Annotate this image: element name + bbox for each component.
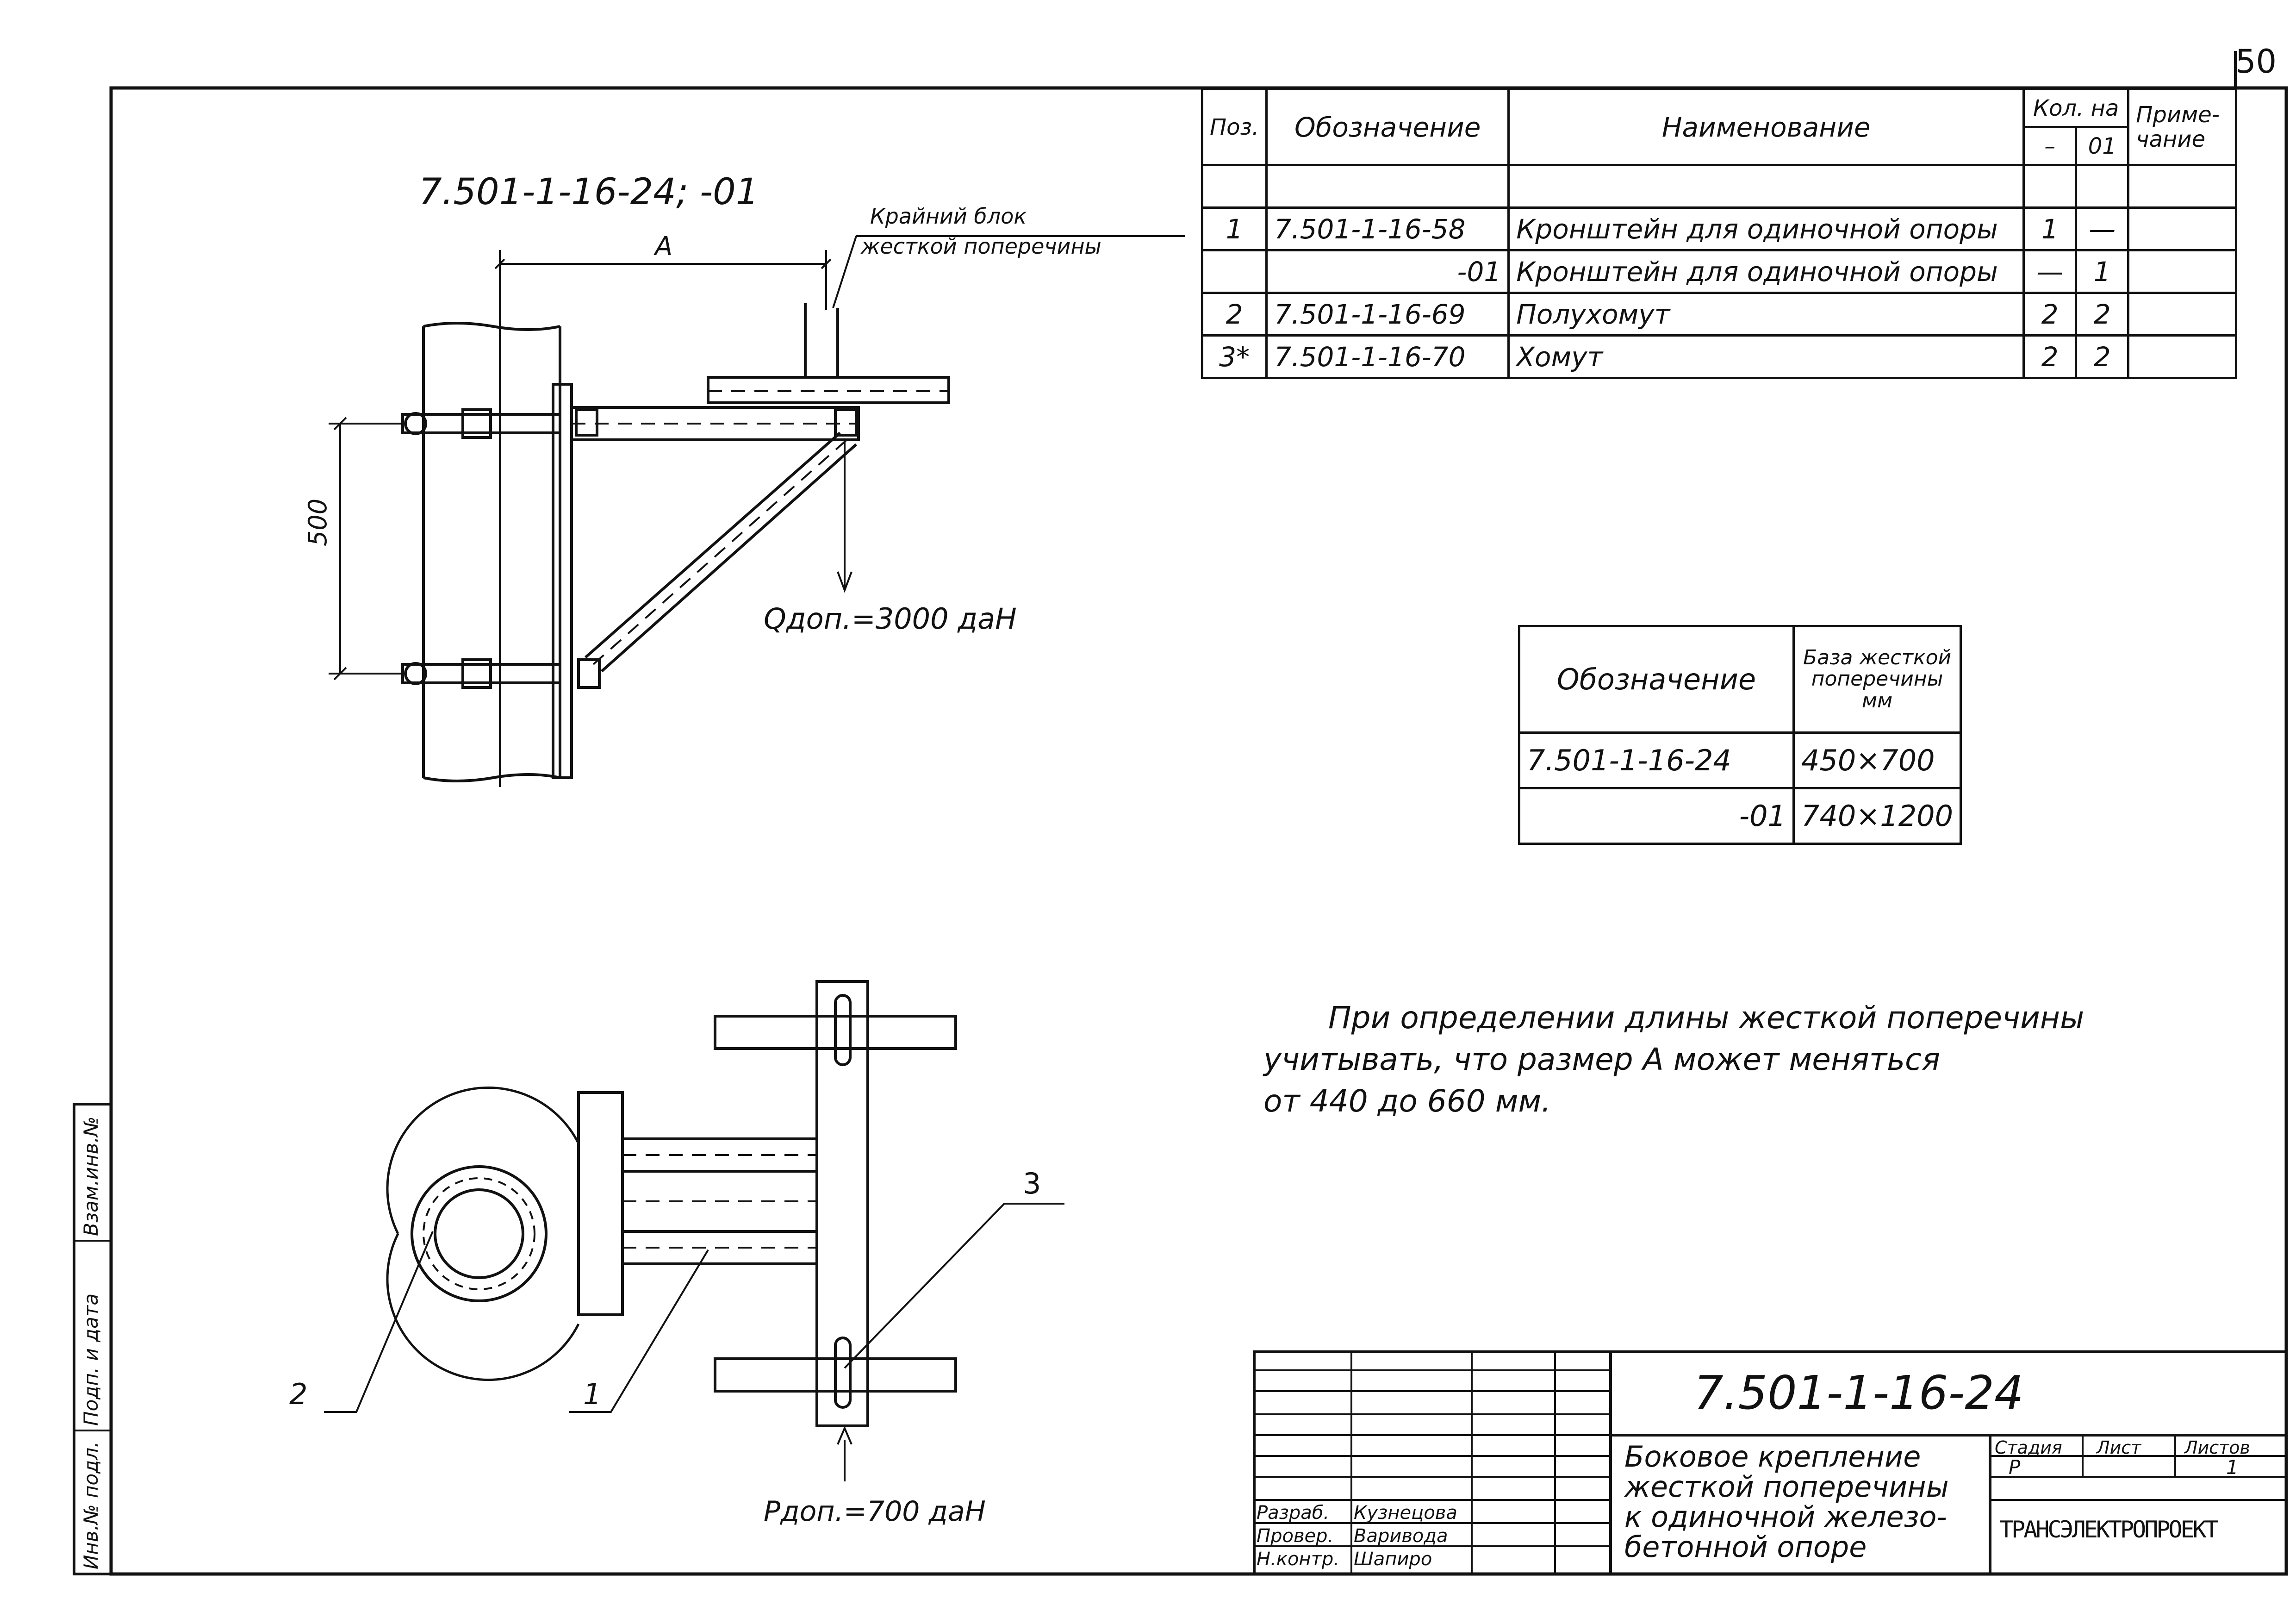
spec-cell-note: [2127, 206, 2238, 251]
stage-value: Р: [2009, 1456, 2021, 1479]
spec-header-pos: Поз.: [1201, 88, 1268, 166]
dim-500-label: 500: [303, 498, 332, 546]
stamp-sign-date: Подп. и дата: [80, 1293, 102, 1426]
base-header-designation: Обозначение: [1518, 625, 1795, 734]
sheets-value: 1: [2226, 1456, 2239, 1479]
title-block-name-4: бетонной опоре: [1624, 1530, 1867, 1564]
spec-header-designation: Обозначение: [1265, 88, 1510, 166]
spec-cell-name: Хомут: [1507, 334, 2025, 379]
spec-cell-qty-b: 1: [2075, 249, 2130, 294]
spec-cell-note: [2127, 249, 2238, 294]
spec-header-qty: Кол. на: [2022, 88, 2130, 128]
spec-cell-designation: 7.501-1-16-58: [1265, 206, 1510, 251]
base-row: 7.501-1-16-24 450×700: [1518, 731, 1962, 789]
sheet-number: 50: [2235, 43, 2277, 81]
spec-cell-qty-b: 2: [2075, 292, 2130, 337]
note-line-3: от 440 до 660 мм.: [1263, 1083, 1551, 1119]
sheets-label: Листов: [2184, 1437, 2250, 1458]
title-block-name-2: жесткой поперечины: [1624, 1470, 1949, 1504]
callout-2: 2: [289, 1377, 308, 1411]
stage-label: Стадия: [1995, 1437, 2062, 1458]
role-norm-control: Н.контр.: [1257, 1549, 1339, 1570]
spec-cell-qty-a: —: [2022, 249, 2078, 294]
organization-name: ТРАНСЭЛЕКТРОПРОЕКТ: [1999, 1516, 2219, 1543]
spec-header-qty-a: –: [2022, 126, 2078, 166]
spec-cell-qty-b: 2: [2075, 334, 2130, 379]
title-block-name-3: к одиночной железо-: [1624, 1500, 1947, 1534]
callout-1: 1: [583, 1377, 602, 1411]
spec-table: Поз. Обозначение Наименование Кол. на Пр…: [1201, 88, 2238, 379]
name-checker: Варивода: [1354, 1525, 1448, 1547]
spec-cell-qty-a: 1: [2022, 206, 2078, 251]
p-load-label: Pдоп.=700 даН: [764, 1495, 986, 1528]
base-cell-designation: -01: [1518, 787, 1795, 845]
spec-cell-note: [2127, 334, 2238, 379]
spec-cell-designation: 7.501-1-16-70: [1265, 334, 1510, 379]
role-developer: Разраб.: [1257, 1502, 1330, 1524]
spec-row: 2 7.501-1-16-69 Полухомут 2 2: [1201, 292, 2238, 337]
base-header-base: База жесткой поперечины мм: [1792, 625, 1962, 734]
callout-3: 3: [1023, 1167, 1041, 1200]
edge-block-label-2: жесткой поперечины: [861, 234, 1101, 259]
base-row: -01 740×1200: [1518, 787, 1962, 845]
spec-row: [1201, 164, 2238, 209]
base-cell-base: 740×1200: [1792, 787, 1962, 845]
stamp-inv-orig: Инв.№ подл.: [80, 1441, 102, 1569]
spec-cell-name: Кронштейн для одиночной опоры: [1507, 206, 2025, 251]
spec-cell-designation: [1265, 164, 1510, 209]
spec-cell-name: [1507, 164, 2025, 209]
spec-cell-pos: 3*: [1201, 334, 1268, 379]
spec-row: 3* 7.501-1-16-70 Хомут 2 2: [1201, 334, 2238, 379]
spec-row: -01 Кронштейн для одиночной опоры — 1: [1201, 249, 2238, 294]
spec-cell-qty-b: —: [2075, 206, 2130, 251]
base-table: Обозначение База жесткой поперечины мм 7…: [1518, 625, 1962, 845]
spec-cell-name: Полухомут: [1507, 292, 2025, 337]
note-line-2: учитывать, что размер А может меняться: [1263, 1042, 1941, 1077]
role-checker: Провер.: [1257, 1525, 1334, 1547]
name-norm-control: Шапиро: [1354, 1549, 1432, 1570]
drawing-title: 7.501-1-16-24; -01: [419, 171, 759, 213]
dim-a-label: A: [655, 231, 673, 262]
spec-cell-name: Кронштейн для одиночной опоры: [1507, 249, 2025, 294]
sheet-label: Лист: [2097, 1437, 2141, 1458]
spec-cell-pos: [1201, 164, 1268, 209]
title-block-name-1: Боковое крепление: [1624, 1440, 1921, 1474]
spec-header-qty-b: 01: [2075, 126, 2130, 166]
note-line-1: При определении длины жесткой поперечины: [1328, 1000, 2084, 1036]
spec-cell-note: [2127, 292, 2238, 337]
spec-header-note: Приме- чание: [2127, 88, 2238, 166]
spec-cell-qty-a: 2: [2022, 292, 2078, 337]
spec-cell-designation: -01: [1265, 249, 1510, 294]
spec-cell-qty-a: 2: [2022, 334, 2078, 379]
spec-header-name: Наименование: [1507, 88, 2025, 166]
spec-cell-qty-a: [2022, 164, 2078, 209]
title-block-code: 7.501-1-16-24: [1694, 1366, 2024, 1420]
edge-block-label-1: Крайний блок: [870, 204, 1027, 229]
spec-cell-note: [2127, 164, 2238, 209]
base-cell-designation: 7.501-1-16-24: [1518, 731, 1795, 789]
q-load-label: Qдоп.=3000 даН: [764, 602, 1017, 636]
base-cell-base: 450×700: [1792, 731, 1962, 789]
spec-cell-pos: 1: [1201, 206, 1268, 251]
stamp-inv-replace: Взам.инв.№: [80, 1116, 102, 1236]
spec-row: 1 7.501-1-16-58 Кронштейн для одиночной …: [1201, 206, 2238, 251]
spec-cell-pos: [1201, 249, 1268, 294]
spec-cell-designation: 7.501-1-16-69: [1265, 292, 1510, 337]
spec-cell-pos: 2: [1201, 292, 1268, 337]
spec-cell-qty-b: [2075, 164, 2130, 209]
name-developer: Кузнецова: [1354, 1502, 1457, 1524]
